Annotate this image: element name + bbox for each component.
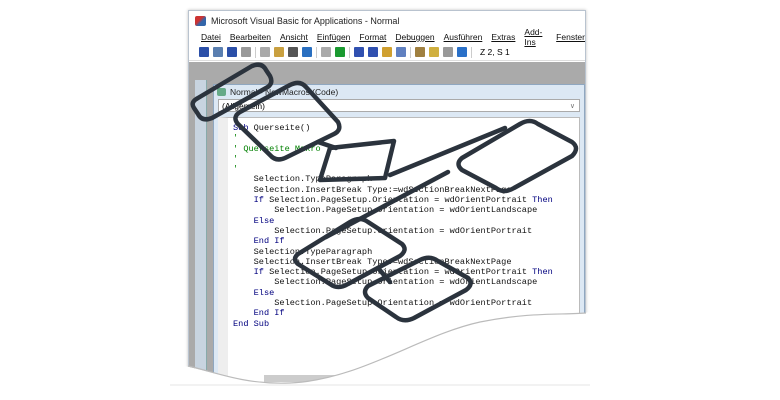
code-line: Else	[233, 287, 275, 298]
code-line: Selection.PageSetup.Orientation = wdOrie…	[233, 205, 538, 216]
code-line: Selection.TypeParagraph	[233, 174, 373, 185]
flowchart-process-shape	[362, 255, 473, 323]
module-icon	[217, 88, 226, 96]
menu-item-fenster[interactable]: Fenster	[556, 32, 585, 42]
object-dropdown-value: (Allgemein)	[222, 100, 265, 111]
cursor-position: Z 2, S 1	[480, 47, 510, 57]
find-icon[interactable]	[288, 47, 298, 57]
flowchart-process-shape	[233, 80, 342, 162]
redo-icon[interactable]	[321, 47, 331, 57]
undo-icon[interactable]	[302, 47, 312, 57]
menu-item-bearbeiten[interactable]: Bearbeiten	[229, 32, 271, 42]
stop-icon[interactable]	[368, 47, 378, 57]
menu-item-einfgen[interactable]: Einfügen	[316, 32, 351, 42]
menu-item-format[interactable]: Format	[359, 32, 387, 42]
menu-item-datei[interactable]: Datei	[201, 32, 221, 42]
window-title: Microsoft Visual Basic for Applications …	[211, 15, 400, 26]
design-mode-icon[interactable]	[382, 47, 392, 57]
chevron-down-icon: ∨	[569, 102, 575, 110]
code-line: End If	[233, 236, 285, 247]
pause-icon[interactable]	[354, 47, 364, 57]
code-line: End Sub	[233, 318, 270, 329]
cut-icon[interactable]	[241, 47, 251, 57]
menu-bar: Datei Bearbeiten Ansicht Einfügen Format Debu…	[189, 27, 585, 47]
code-line: Else	[233, 215, 275, 226]
flowchart-process-shape	[456, 118, 579, 194]
title-bar: Microsoft Visual Basic for Applications …	[189, 11, 585, 30]
properties-icon[interactable]	[415, 47, 425, 57]
flowchart-connector	[375, 265, 393, 285]
word-icon[interactable]	[199, 47, 209, 57]
menu-item-ansicht[interactable]: Ansicht	[279, 32, 308, 42]
menu-item-extras[interactable]: Extras	[491, 32, 516, 42]
toolbar-separator	[349, 46, 350, 58]
horizontal-scrollbar[interactable]	[264, 375, 349, 382]
save-icon[interactable]	[227, 47, 237, 57]
flowchart-process-shape	[292, 216, 407, 290]
menu-item-ausfhren[interactable]: Ausführen	[443, 32, 483, 42]
code-line: If Selection.PageSetup.Orientation = wdO…	[253, 267, 553, 278]
torn-page-edge-mask	[180, 312, 595, 400]
code-window-title: Normal - NewMacros (Code)	[230, 87, 339, 97]
project-explorer-icon[interactable]	[396, 47, 406, 57]
code-line: Selection.TypeParagraph	[233, 246, 373, 257]
code-line: End If	[233, 308, 285, 319]
paste-icon[interactable]	[274, 47, 284, 57]
object-dropdown[interactable]: (Allgemein) ∨	[218, 99, 580, 112]
flowchart-terminal-shape	[190, 62, 274, 122]
torn-page-edge-line	[187, 312, 587, 384]
vba-app-icon	[195, 15, 206, 26]
code-line: Selection.InsertBreak Type:=wdSectionBre…	[233, 184, 512, 195]
copy-icon[interactable]	[260, 47, 270, 57]
help-icon[interactable]	[457, 47, 467, 57]
run-icon[interactable]	[335, 47, 345, 57]
toolbar-separator	[471, 46, 472, 58]
menu-item-addins[interactable]: Add-Ins	[524, 27, 543, 47]
menu-item-debuggen[interactable]: Debuggen	[395, 32, 435, 42]
code-line: '	[233, 133, 239, 144]
code-window-title-bar: Normal - NewMacros (Code)	[214, 85, 584, 99]
toolbar: Z 2, S 1	[189, 44, 585, 61]
toolbar-separator	[410, 46, 411, 58]
flowchart-decision-shape	[317, 138, 397, 183]
code-line: '	[233, 153, 239, 164]
toolbar-separator	[316, 46, 317, 58]
project-pane	[195, 80, 207, 389]
toolbar-separator	[255, 46, 256, 58]
code-line: If Selection.PageSetup.Orientation = wdO…	[253, 195, 553, 206]
object-browser-icon[interactable]	[429, 47, 439, 57]
flowchart-connector	[387, 125, 508, 178]
insert-userform-icon[interactable]	[213, 47, 223, 57]
code-line: '	[233, 164, 239, 175]
toolbox-icon[interactable]	[443, 47, 453, 57]
code-line: Selection.PageSetup.Orientation = wdOrie…	[233, 225, 533, 236]
